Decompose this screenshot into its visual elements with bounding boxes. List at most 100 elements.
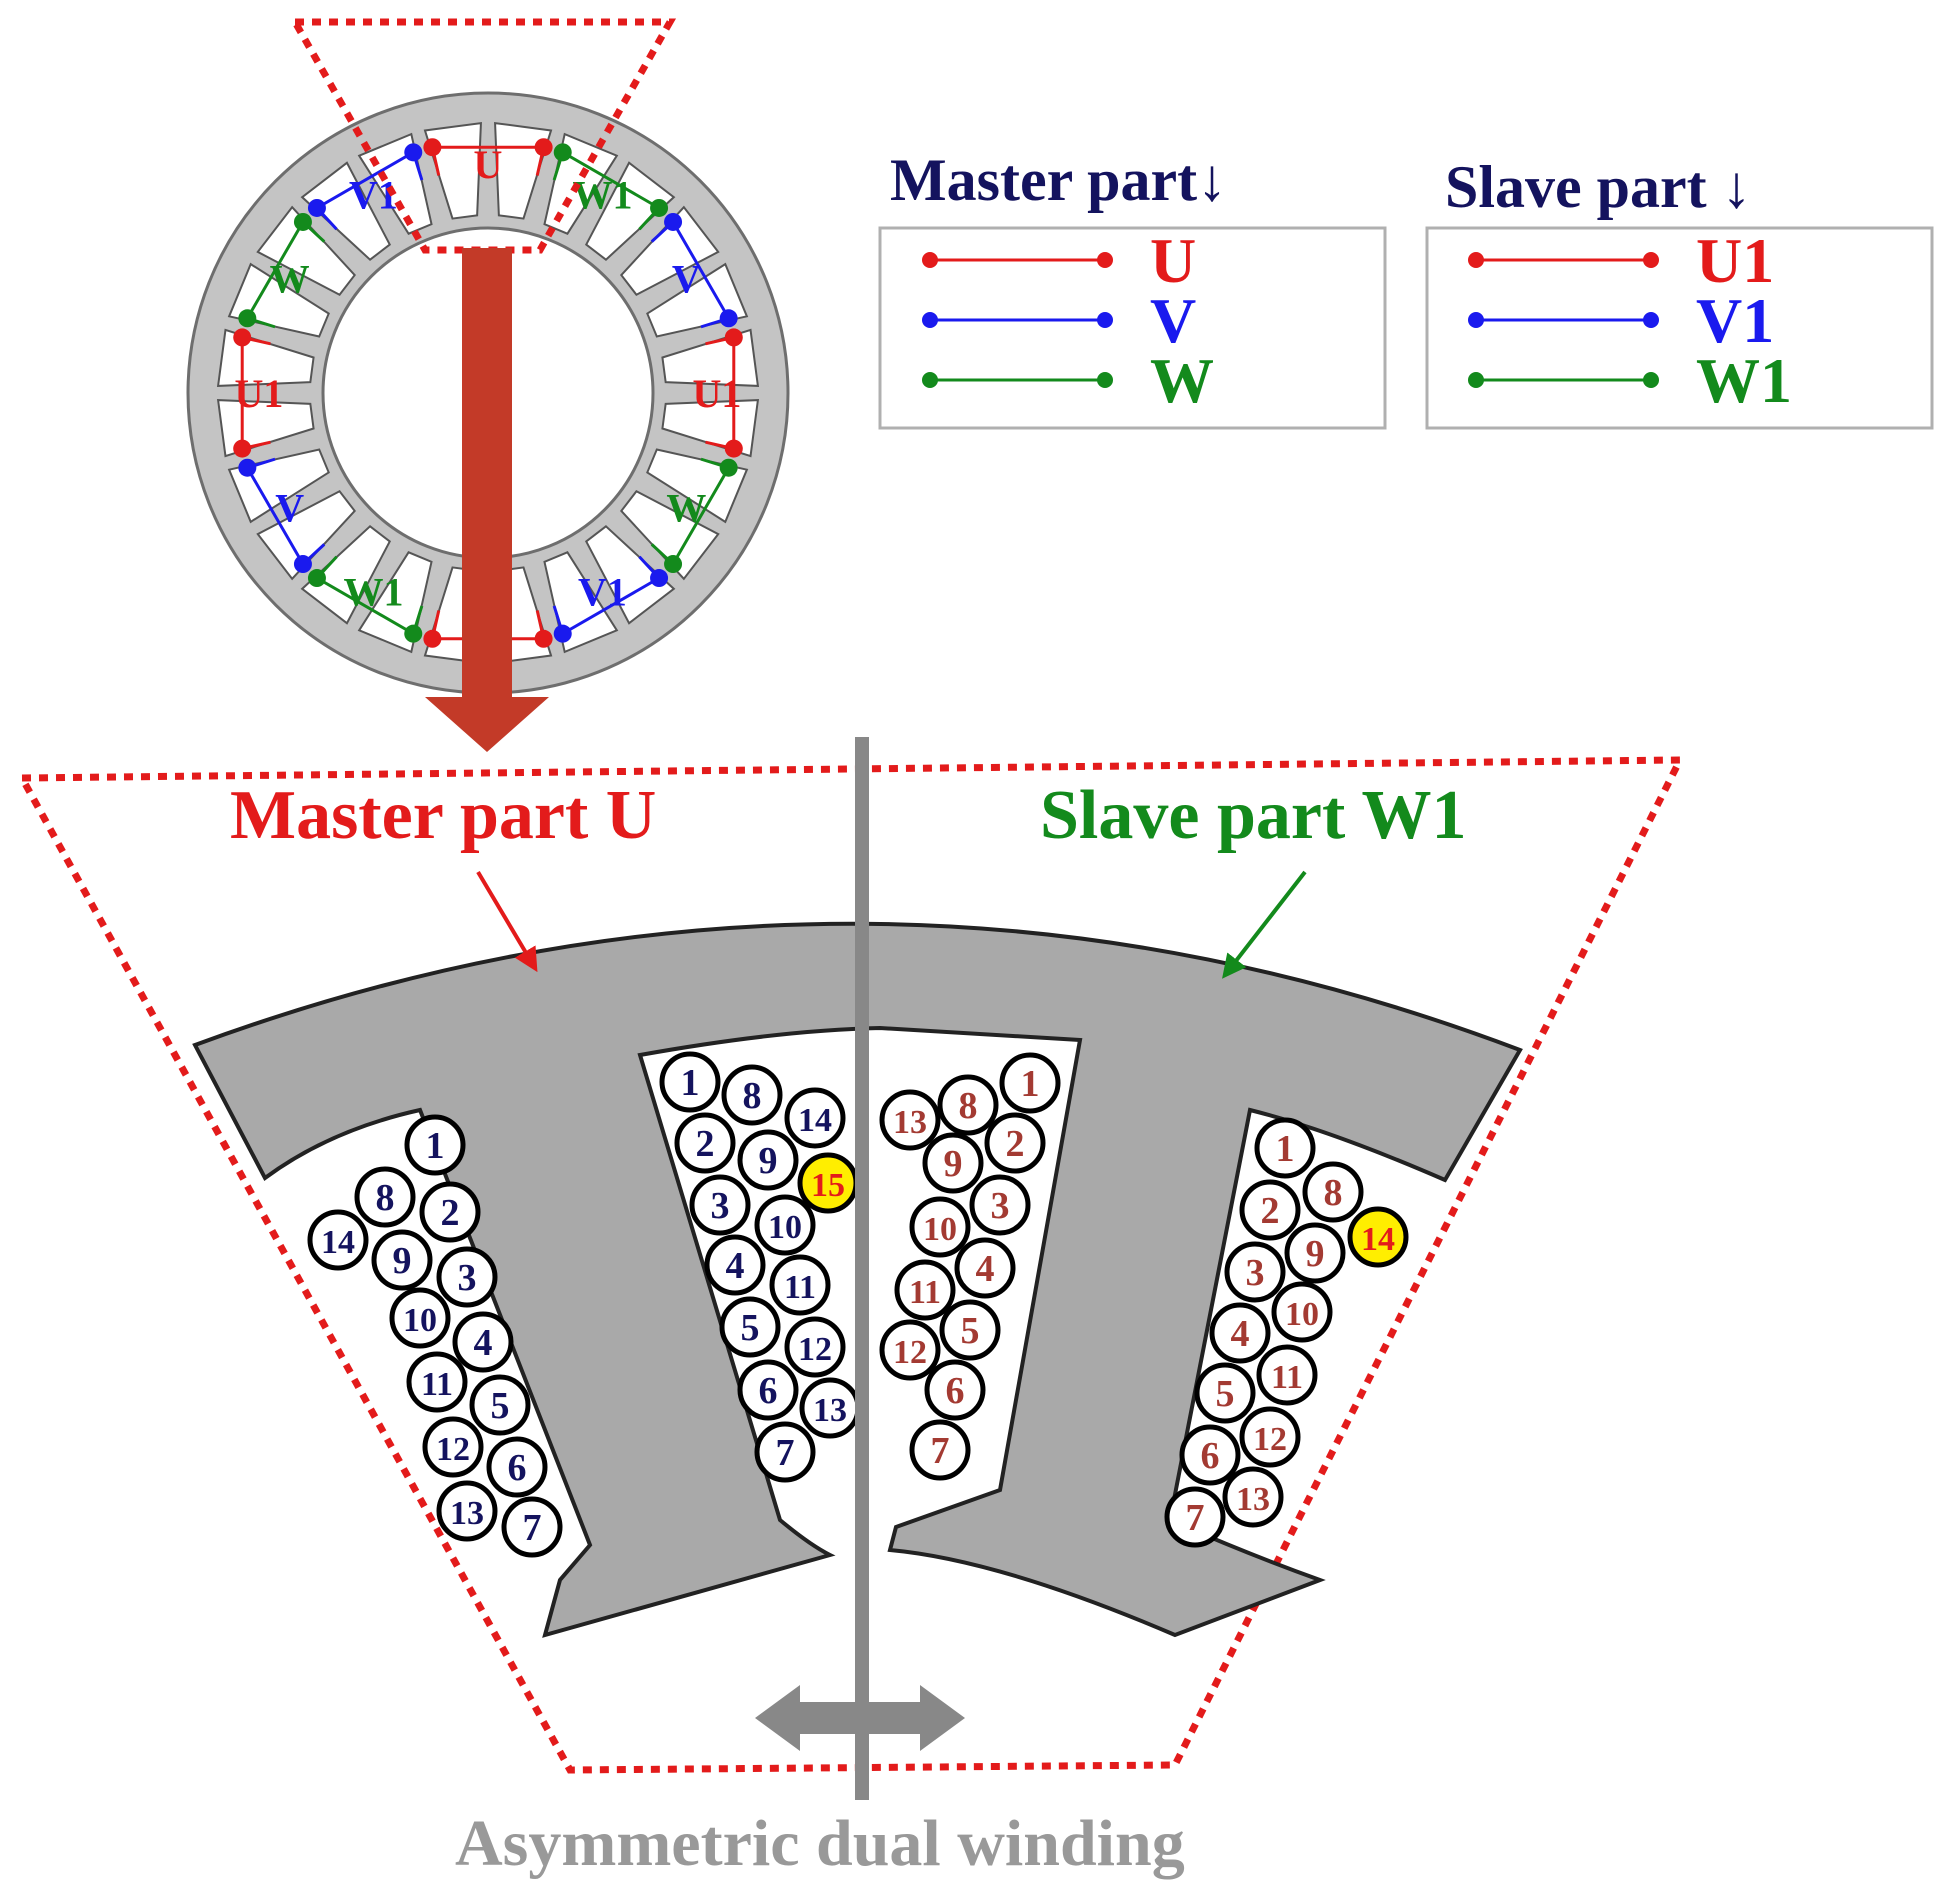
conductor bbox=[1271, 1281, 1333, 1343]
conductor bbox=[754, 1421, 816, 1483]
conductor bbox=[419, 1181, 481, 1243]
coil-label: U1 bbox=[693, 371, 742, 416]
conductor-number: 9 bbox=[944, 1143, 963, 1185]
conductor bbox=[1222, 1466, 1284, 1528]
coil-terminal bbox=[238, 458, 257, 477]
legend-dot bbox=[1643, 372, 1659, 388]
legend-dot bbox=[922, 372, 938, 388]
conductor bbox=[984, 1112, 1046, 1174]
coil-connector bbox=[430, 145, 546, 176]
legend-master-box bbox=[878, 226, 1387, 430]
coil-connector bbox=[650, 457, 731, 567]
coil-terminal bbox=[719, 309, 738, 328]
conductor bbox=[1347, 1206, 1409, 1268]
conductor bbox=[894, 1259, 956, 1321]
coil-label: U bbox=[474, 142, 503, 187]
coil-label: V1 bbox=[578, 569, 627, 614]
legend-dot bbox=[1643, 252, 1659, 268]
conductor bbox=[999, 1052, 1061, 1114]
conductor bbox=[501, 1496, 563, 1558]
coil-terminal bbox=[423, 629, 442, 648]
conductor-number: 10 bbox=[923, 1211, 957, 1248]
conductor bbox=[674, 1112, 736, 1174]
coil-connector bbox=[552, 555, 662, 636]
slave-part-label: Slave part W1 bbox=[1040, 777, 1467, 854]
conductor-number: 1 bbox=[426, 1125, 445, 1167]
legend-label: V1 bbox=[1696, 285, 1774, 356]
conductor bbox=[784, 1087, 846, 1149]
conductor bbox=[737, 1129, 799, 1191]
conductor bbox=[1284, 1222, 1346, 1284]
conductor-number: 7 bbox=[523, 1507, 542, 1549]
coil-terminal bbox=[307, 569, 326, 588]
conductor bbox=[769, 1254, 831, 1316]
coil-label: W bbox=[270, 257, 310, 302]
conductor-number: 11 bbox=[421, 1366, 453, 1403]
conductor-number: 13 bbox=[450, 1495, 484, 1532]
legend-label: W1 bbox=[1696, 345, 1792, 416]
conductor-number: 13 bbox=[813, 1392, 847, 1429]
coil-terminal bbox=[233, 439, 252, 458]
slave-pointer-arrow bbox=[1222, 870, 1307, 979]
coil-connector bbox=[314, 555, 424, 636]
coil-terminal bbox=[724, 328, 743, 347]
coil-terminal bbox=[307, 198, 326, 217]
stator-slot bbox=[300, 525, 392, 625]
coil-terminal bbox=[293, 555, 312, 574]
conductor bbox=[1164, 1486, 1226, 1548]
conductor-number: 2 bbox=[1261, 1190, 1280, 1232]
conductor bbox=[469, 1374, 531, 1436]
coil-terminal bbox=[293, 212, 312, 231]
conductor bbox=[719, 1296, 781, 1358]
conductor-number: 8 bbox=[959, 1085, 978, 1127]
conductor-number: 11 bbox=[1271, 1359, 1303, 1396]
conductor-number: 2 bbox=[1006, 1123, 1025, 1165]
conductor-number: 1 bbox=[681, 1062, 700, 1104]
conductor bbox=[922, 1132, 984, 1194]
conductor-number: 4 bbox=[1231, 1313, 1250, 1355]
conductor bbox=[404, 1114, 466, 1176]
conductor-number: 2 bbox=[441, 1192, 460, 1234]
conductor bbox=[1209, 1302, 1271, 1364]
conductor-number: 10 bbox=[768, 1209, 802, 1246]
conductor-number: 2 bbox=[696, 1123, 715, 1165]
conductor-number: 15 bbox=[811, 1167, 845, 1204]
conductor-number: 7 bbox=[931, 1430, 950, 1472]
legend-master-title: Master part↓ bbox=[890, 147, 1227, 213]
conductor-number: 13 bbox=[893, 1104, 927, 1141]
conductor bbox=[436, 1480, 498, 1542]
detail-outline bbox=[16, 756, 1686, 1774]
conductor-number: 11 bbox=[784, 1269, 816, 1306]
coil-connector bbox=[240, 335, 271, 451]
conductor bbox=[1302, 1161, 1364, 1223]
legend-label: U bbox=[1150, 225, 1196, 296]
coil-terminal bbox=[719, 458, 738, 477]
conductor bbox=[1179, 1424, 1241, 1486]
coil-label: W1 bbox=[573, 173, 633, 218]
conductor bbox=[954, 1237, 1016, 1299]
conductor bbox=[1224, 1241, 1286, 1303]
conductor bbox=[909, 1419, 971, 1481]
stator-coils: UW1VU1WV1UW1VU1WV1 bbox=[216, 121, 760, 665]
coil-terminal bbox=[238, 309, 257, 328]
conductor bbox=[721, 1064, 783, 1126]
coil-label: W bbox=[666, 486, 706, 531]
legend-label: V bbox=[1150, 285, 1196, 356]
legend-dot bbox=[922, 252, 938, 268]
conductor-number: 8 bbox=[743, 1075, 762, 1117]
conductor-number: 4 bbox=[976, 1248, 995, 1290]
legend-dot bbox=[1097, 312, 1113, 328]
conductor-number: 9 bbox=[1306, 1233, 1325, 1275]
legend-dot bbox=[1468, 372, 1484, 388]
conductor-number: 3 bbox=[991, 1185, 1010, 1227]
conductor-number: 6 bbox=[508, 1447, 527, 1489]
coil-terminal bbox=[404, 143, 423, 162]
coil-terminal bbox=[724, 439, 743, 458]
conductor bbox=[486, 1436, 548, 1498]
conductor bbox=[422, 1416, 484, 1478]
coil-connector bbox=[650, 219, 731, 329]
conductor bbox=[924, 1359, 986, 1421]
coil-terminal bbox=[664, 212, 683, 231]
